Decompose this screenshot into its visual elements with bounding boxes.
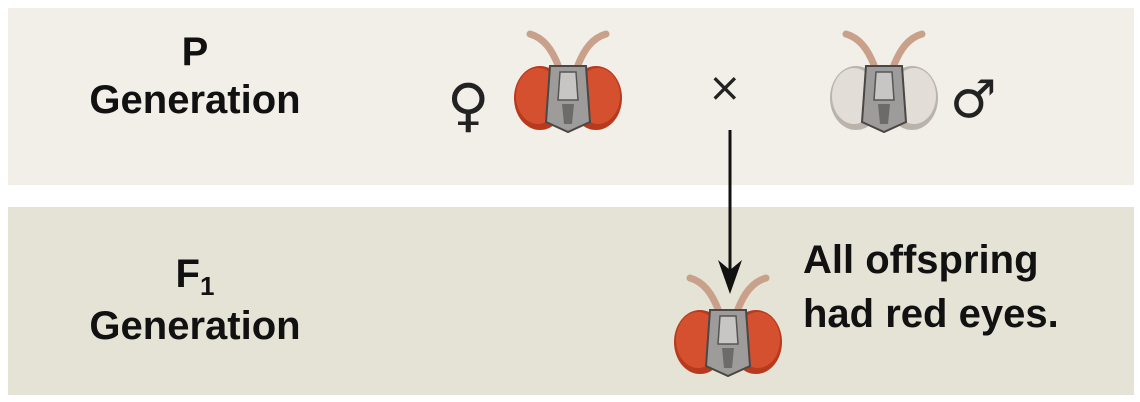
fly-head-icon	[830, 30, 938, 134]
cross-symbol: ×	[708, 65, 742, 111]
female-symbol: ♀	[447, 71, 490, 139]
f1-generation-letter: F1	[70, 250, 320, 302]
f1-generation-word: Generation	[89, 304, 301, 348]
p-generation-label: P Generation	[70, 28, 320, 124]
offspring-result-line1: All offspring	[803, 238, 1039, 282]
f1-generation-label: F1 Generation	[70, 250, 320, 350]
p-generation-word: Generation	[89, 78, 301, 122]
p-generation-letter: P	[181, 30, 209, 74]
f1-red-eyed-fly	[674, 274, 782, 378]
offspring-result-text: All offspring had red eyes.	[803, 233, 1059, 341]
fly-head-icon	[674, 274, 782, 378]
male-symbol: ♂	[950, 70, 997, 130]
arrow-down-icon	[718, 130, 742, 294]
female-red-eyed-fly	[514, 30, 622, 134]
f1-generation-band	[8, 207, 1134, 395]
offspring-result-line2: had red eyes.	[803, 292, 1059, 336]
f1-subscript: 1	[199, 271, 215, 301]
f1-letter: F	[175, 252, 200, 296]
male-white-eyed-fly	[830, 30, 938, 134]
fly-head-icon	[514, 30, 622, 134]
